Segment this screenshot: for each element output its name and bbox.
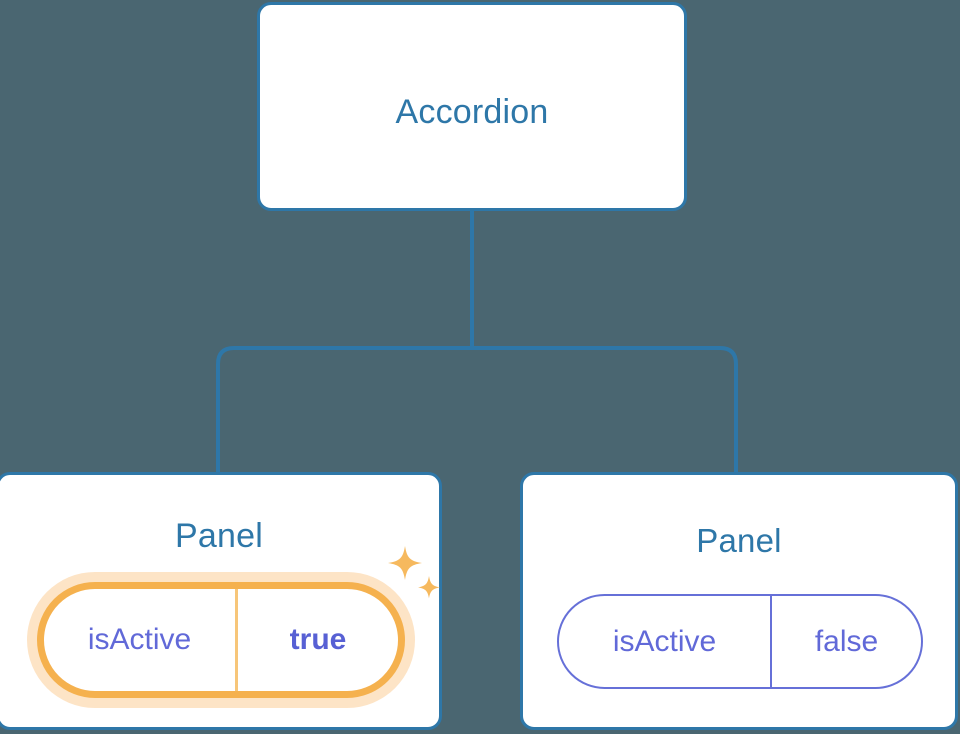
node-accordion-label: Accordion [395,93,549,131]
prop-key-label: isActive [44,589,238,691]
node-accordion[interactable]: Accordion [257,2,687,211]
prop-value-label: false [814,624,879,658]
node-panel-inactive-label: Panel [696,522,782,559]
node-panel-active-label: Panel [175,517,263,555]
prop-value-label: true [289,623,347,656]
prop-key-label: isActive [559,596,772,687]
prop-pill-isactive-true[interactable]: isActive true [37,582,405,698]
prop-pill-isactive-false[interactable]: isActive false [557,594,923,689]
connector-branch-right [472,346,738,472]
connector-branch-left [216,346,472,472]
